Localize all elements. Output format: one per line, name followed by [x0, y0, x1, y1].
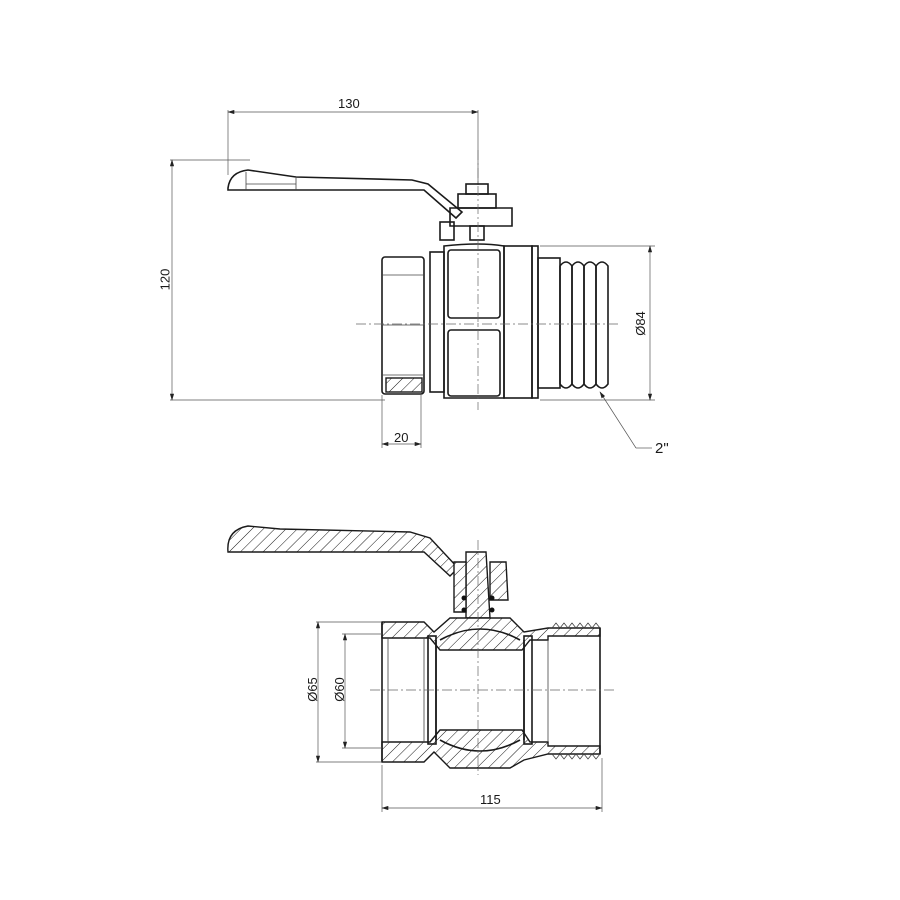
body-upper-wall [381, 617, 601, 651]
label-handle-length: 130 [338, 96, 360, 111]
label-body-diameter: Ø65 [304, 677, 320, 702]
label-overall-length: 115 [480, 792, 501, 807]
dimension-overall-length [381, 758, 603, 812]
stem-nut [439, 183, 513, 241]
dimension-thread-depth [381, 395, 422, 448]
thread-teeth-top [551, 622, 601, 629]
label-overall-height: 120 [157, 268, 173, 291]
male-thread-end [537, 257, 609, 389]
label-bore-diameter: Ø60 [331, 677, 347, 702]
thread-teeth-bottom [551, 753, 601, 760]
female-hex-end [381, 256, 425, 395]
label-thread-size: 2" [655, 440, 669, 457]
label-thread-depth: 20 [394, 430, 409, 445]
lever-handle [227, 169, 464, 220]
dimension-body-diameter [315, 621, 382, 763]
front-view [169, 109, 655, 449]
valve-body [429, 243, 539, 399]
lever-handle-section [227, 525, 459, 577]
dimension-thread-diameter [540, 245, 655, 401]
dimension-bore-diameter [342, 633, 382, 749]
leader-thread-size [599, 391, 652, 449]
label-thread-diameter: Ø84 [632, 311, 648, 336]
section-view [227, 525, 615, 812]
stem-section [453, 551, 509, 619]
body-lower-wall [381, 729, 601, 769]
dimension-handle-length [227, 109, 479, 185]
dimension-overall-height [169, 159, 385, 401]
